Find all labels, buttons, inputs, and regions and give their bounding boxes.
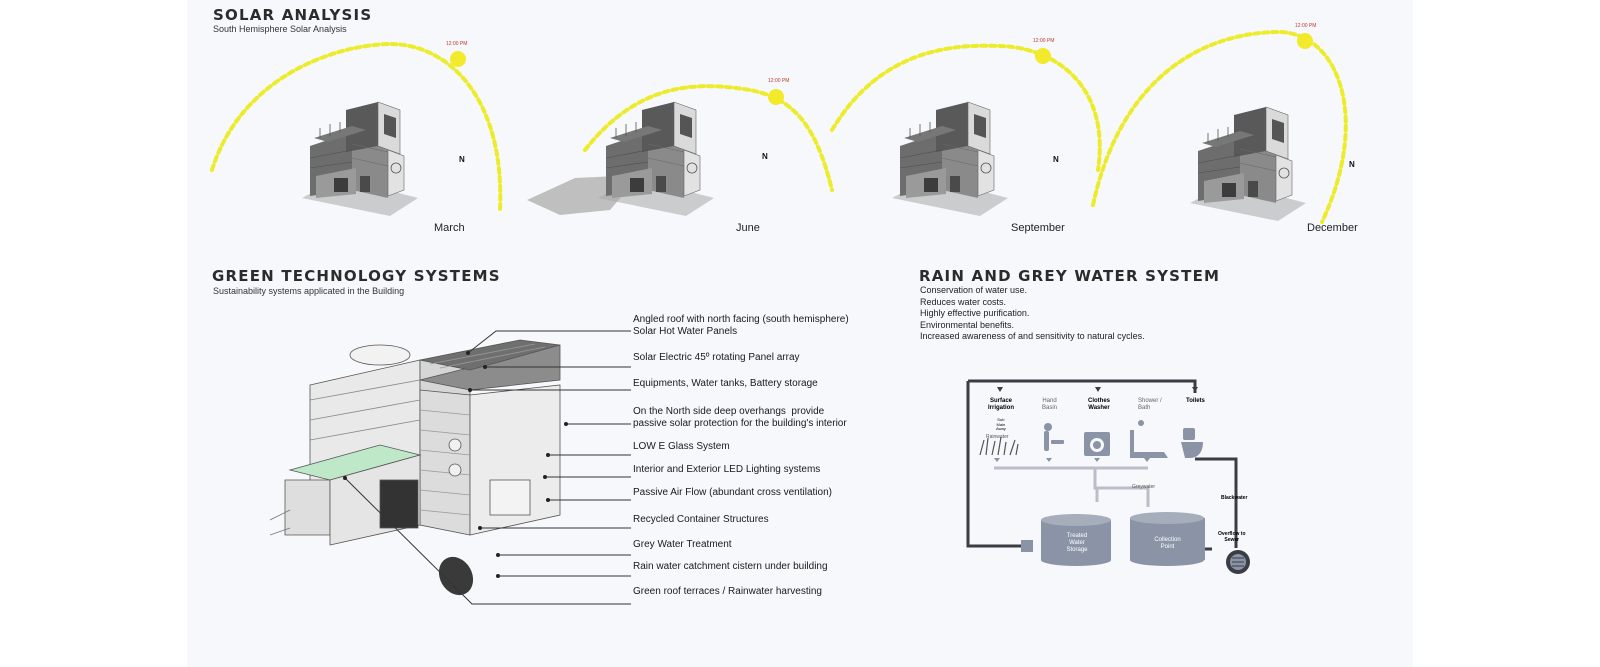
treated-storage-tank	[1041, 514, 1111, 566]
sun-icon	[450, 51, 466, 67]
toilet-icon	[1181, 428, 1203, 458]
benefit-item: Increased awareness of and sensitivity t…	[920, 331, 1145, 341]
month-label-june: June	[736, 222, 760, 234]
north-marker-december: N	[1349, 160, 1355, 169]
label-irrigation-note: Sub Main Away	[996, 417, 1006, 431]
noon-label-june: 12:00 PM	[768, 78, 790, 84]
callout-low-e-glass: LOW E Glass System	[633, 441, 730, 452]
cistern-tank	[438, 556, 474, 596]
solar-analysis-title: SOLAR ANALYSIS	[213, 6, 373, 24]
north-marker-march: N	[459, 155, 465, 164]
benefit-item: Conservation of water use.	[920, 285, 1028, 295]
label-blackwater: Blackwater	[1221, 495, 1248, 501]
month-label-september: September	[1011, 222, 1065, 234]
grey-pipes	[994, 466, 1150, 507]
callout-dots	[343, 351, 568, 578]
callout-cistern: Rain water catchment cistern under build…	[633, 561, 828, 572]
benefit-item: Highly effective purification.	[920, 308, 1030, 318]
collection-point-tank	[1130, 512, 1205, 566]
sun-icon	[768, 89, 784, 105]
pump-icon	[1021, 540, 1033, 552]
label-toilets: Toilets	[1186, 398, 1205, 404]
callout-led-lighting: Interior and Exterior LED Lighting syste…	[633, 464, 821, 475]
green-tech-subtitle: Sustainability systems applicated in the…	[213, 286, 405, 296]
sewer-drain-icon	[1226, 550, 1250, 574]
label-greywater: Greywater	[1132, 484, 1156, 490]
label-rainwater: Rainwater	[986, 434, 1009, 440]
callout-leaders	[344, 330, 631, 605]
noon-label-september: 12:00 PM	[1033, 38, 1055, 44]
callout-grey-water: Grey Water Treatment	[633, 539, 732, 550]
north-marker-june: N	[762, 152, 768, 161]
water-system-diagram	[966, 379, 1250, 574]
label-surface-irrigation: Surface Irrigation	[988, 398, 1015, 411]
isometric-building	[269, 339, 561, 546]
benefit-item: Environmental benefits.	[920, 319, 1015, 330]
sun-icon	[1035, 48, 1051, 64]
callout-passive-air: Passive Air Flow (abundant cross ventila…	[633, 487, 832, 498]
benefit-item: Reduces water costs.	[920, 296, 1007, 307]
callout-solar-hot-water: Angled roof with north facing (south hem…	[633, 314, 849, 337]
label-hand-basin: Hand Basin	[1042, 398, 1058, 411]
sun-path-march	[210, 41, 503, 212]
solar-analysis-subtitle: South Hemisphere Solar Analysis	[213, 24, 347, 34]
shower-bath-icon	[1130, 420, 1168, 458]
callout-equipment: Equipments, Water tanks, Battery storage	[633, 378, 818, 389]
month-label-march: March	[434, 222, 465, 234]
sun-path-december	[1091, 29, 1348, 224]
washing-machine-icon	[1084, 432, 1110, 456]
water-benefits-list: Conservation of water use. Reduces water…	[920, 285, 1145, 343]
flow-arrows	[994, 387, 1198, 462]
sun-path-september	[830, 43, 1102, 172]
water-system-title: RAIN AND GREY WATER SYSTEM	[919, 267, 1221, 285]
noon-label-december: 12:00 PM	[1295, 23, 1317, 29]
grass-icon	[979, 436, 1019, 456]
callout-green-roof: Green roof terraces / Rainwater harvesti…	[633, 586, 822, 597]
noon-label-march: 12:00 PM	[446, 41, 468, 47]
month-label-december: December	[1307, 222, 1358, 234]
north-marker-september: N	[1053, 155, 1059, 164]
green-tech-title: GREEN TECHNOLOGY SYSTEMS	[212, 267, 501, 285]
callout-containers: Recycled Container Structures	[633, 514, 769, 525]
callout-overhangs: On the North side deep overhangs provide…	[633, 406, 847, 429]
label-overflow: Overflow to Sewer	[1218, 531, 1246, 543]
label-shower-bath: Shower / Bath	[1138, 398, 1162, 411]
hand-basin-icon	[1044, 423, 1064, 451]
label-collection-point: Collection Point	[1154, 537, 1181, 550]
callout-solar-electric: Solar Electric 45º rotating Panel array	[633, 352, 800, 363]
sun-icon	[1297, 33, 1313, 49]
label-clothes-washer: Clothes Washer	[1088, 398, 1111, 411]
sun-path-june	[583, 84, 834, 192]
label-treated-storage: Treated Water Storage	[1066, 533, 1088, 553]
